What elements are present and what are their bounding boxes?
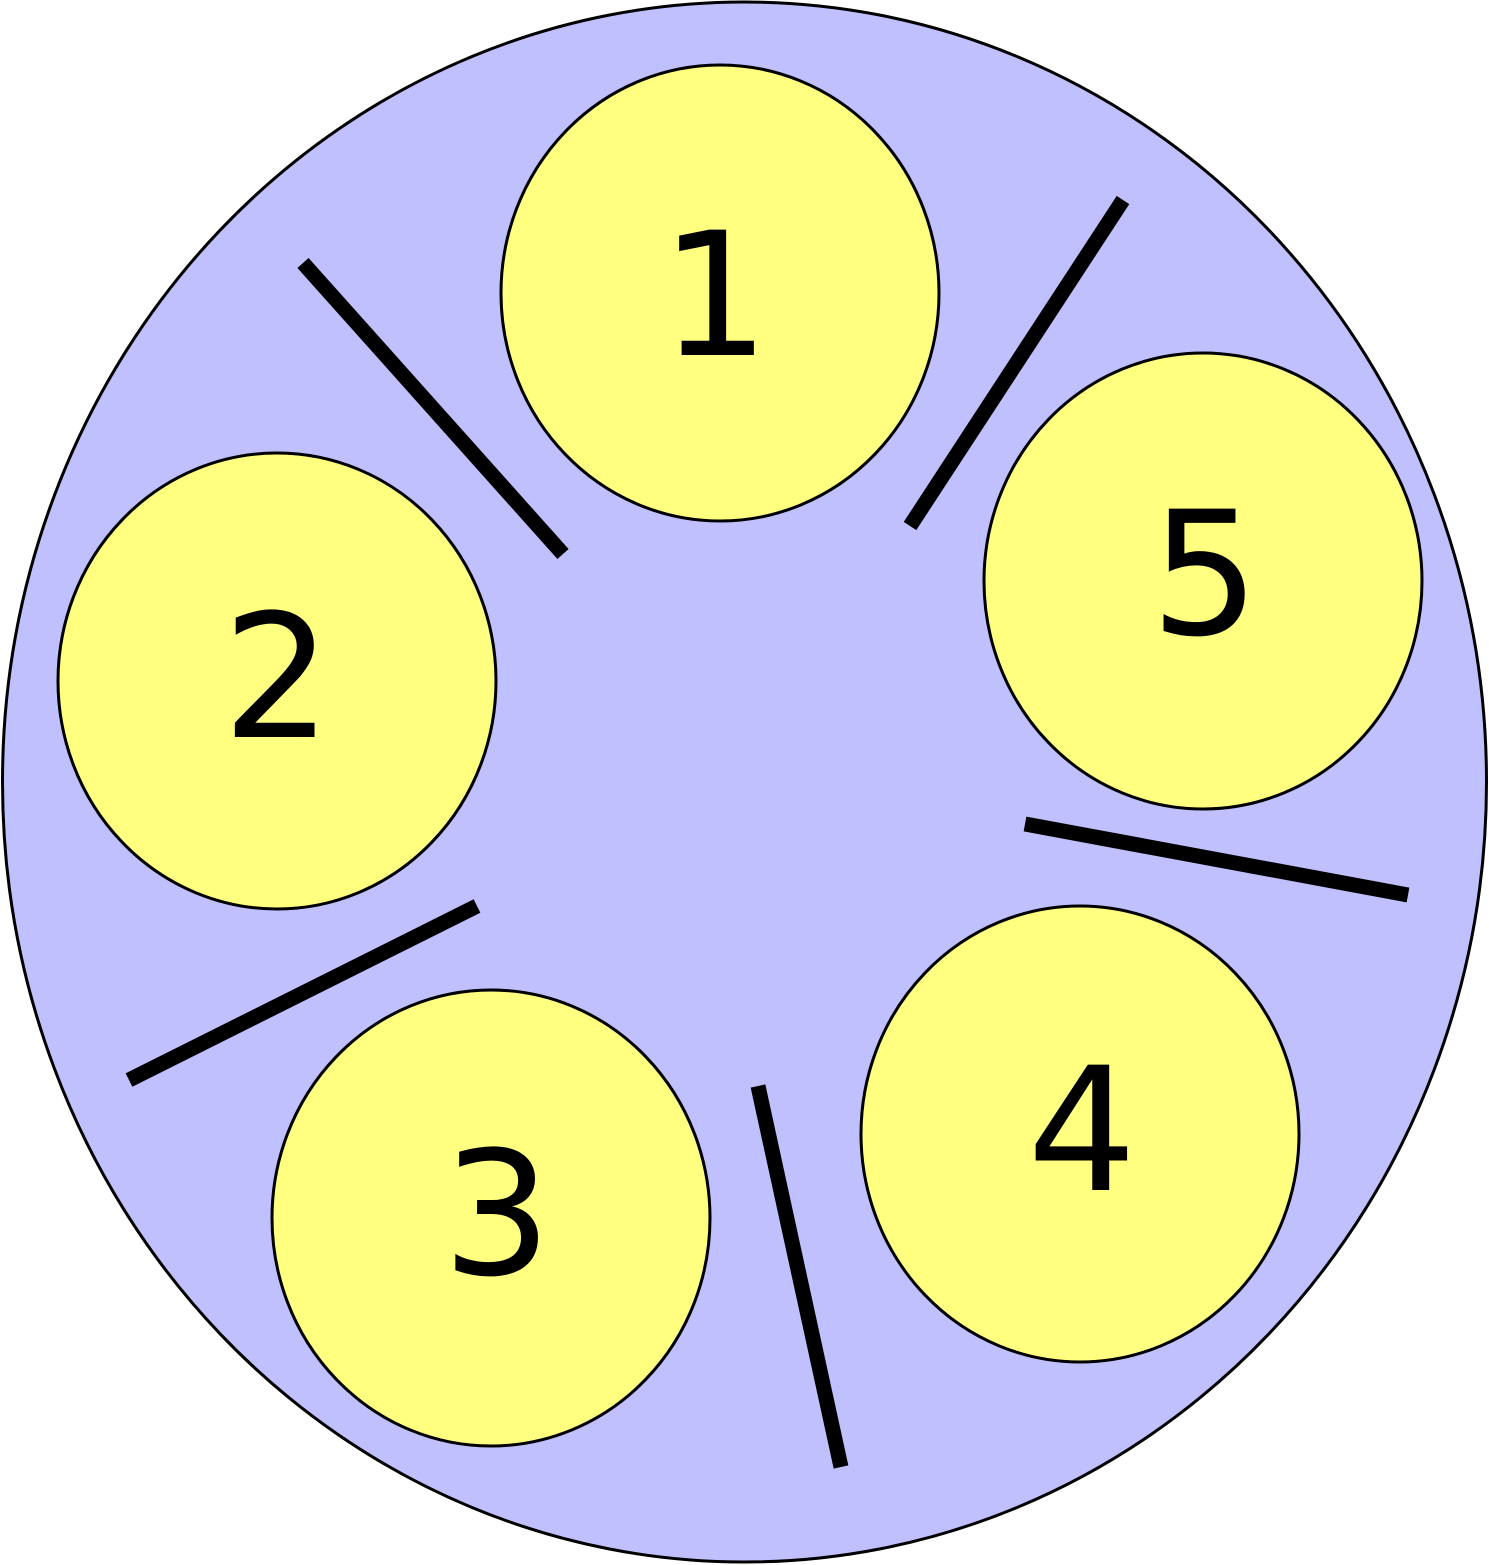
seat-label: 2: [222, 577, 331, 778]
seat-label: 1: [660, 195, 769, 396]
divider-4-5: [1023, 816, 1410, 903]
divider-3-4: [750, 1084, 849, 1469]
seat-circle: [270, 988, 712, 1448]
seat-circle: [859, 904, 1301, 1364]
seat-circle: [56, 451, 498, 911]
divider-1-2: [297, 258, 569, 559]
seat-3: 3: [270, 988, 712, 1448]
seat-4: 4: [859, 904, 1301, 1364]
seat-label: 3: [442, 1114, 551, 1315]
seat-5: 5: [982, 351, 1424, 811]
seat-label: 4: [1027, 1030, 1136, 1231]
divider-2-3: [125, 899, 481, 1087]
dividers: [125, 195, 1410, 1469]
seat-label: 5: [1150, 474, 1259, 675]
seat-1: 1: [499, 63, 941, 523]
divider-5-1: [903, 195, 1130, 531]
seat-2: 2: [56, 451, 498, 911]
seat-circle: [499, 63, 941, 523]
seat-circle: [982, 351, 1424, 811]
